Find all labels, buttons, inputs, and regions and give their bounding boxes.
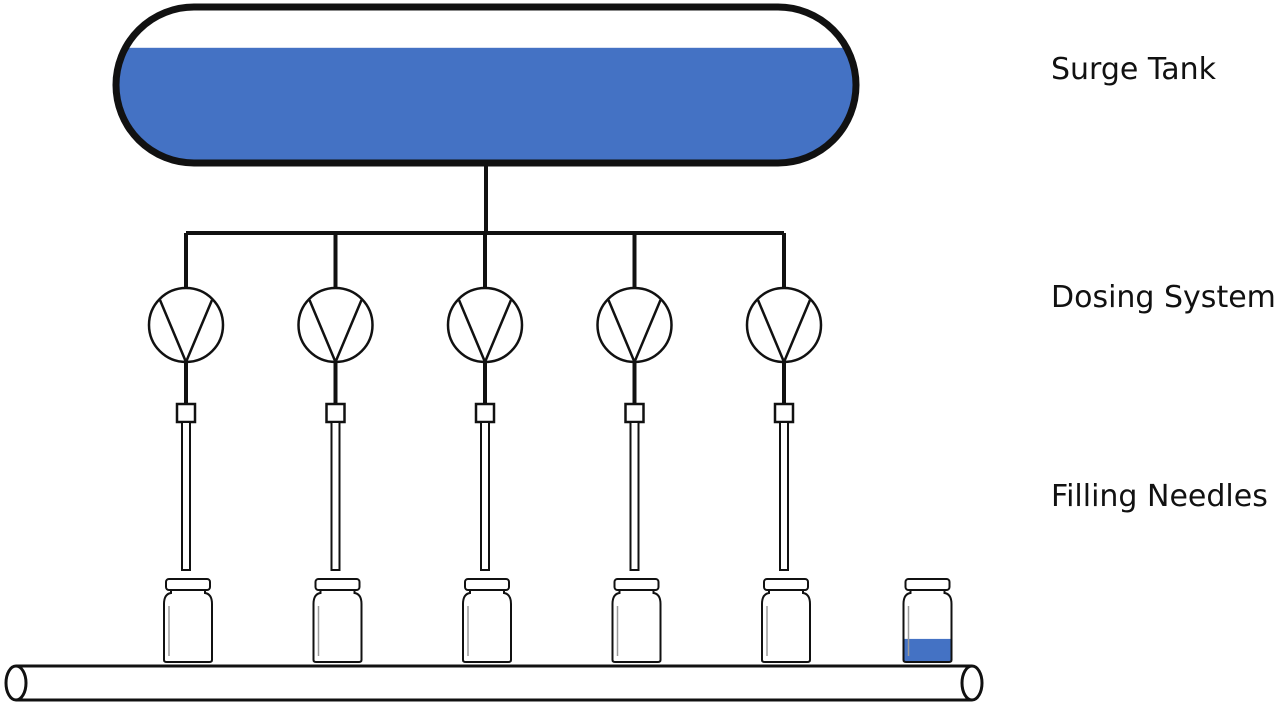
- vial-neck: [904, 578, 951, 591]
- conveyor-roller-right: [960, 664, 984, 702]
- vial: [462, 578, 512, 663]
- dosing-pump: [297, 286, 374, 364]
- vial-body: [462, 589, 512, 663]
- vial-body: [611, 589, 662, 663]
- filling-needle: [181, 421, 191, 571]
- vial-liquid: [904, 638, 951, 661]
- filling-needle: [330, 421, 341, 571]
- vial-neck: [613, 578, 660, 591]
- dosing-pump: [446, 286, 524, 364]
- dosing-station: [446, 233, 524, 571]
- surge-tank: [112, 3, 860, 167]
- needle-coupling: [474, 402, 496, 424]
- dosing-system-label: Dosing System: [1051, 280, 1276, 315]
- surge-tank-liquid: [116, 47, 856, 163]
- surge-tank-label: Surge Tank: [1051, 52, 1217, 87]
- dosing-station: [297, 233, 374, 571]
- filling-needle: [480, 421, 490, 571]
- needle-coupling: [325, 402, 346, 424]
- vial: [163, 578, 213, 663]
- conveyor-roller-left: [4, 664, 28, 702]
- vial-body: [163, 589, 213, 663]
- dosing-station: [147, 233, 225, 571]
- needle-coupling: [175, 402, 197, 424]
- filling-needle: [629, 421, 640, 571]
- conveyor-belt: [4, 664, 984, 702]
- vial-body: [902, 589, 953, 663]
- dosing-pump: [745, 286, 823, 364]
- vial-body: [312, 589, 363, 663]
- needle-coupling: [624, 402, 645, 424]
- needle-coupling: [773, 402, 795, 424]
- vial: [611, 578, 662, 663]
- vial-neck: [464, 578, 510, 591]
- vial-neck: [165, 578, 211, 591]
- dosing-stations: [147, 233, 823, 571]
- dosing-station: [596, 233, 673, 571]
- vial: [902, 578, 953, 663]
- dosing-pump: [596, 286, 673, 364]
- vial-neck: [763, 578, 809, 591]
- vial-body: [761, 589, 811, 663]
- vial-neck: [314, 578, 361, 591]
- dosing-station: [745, 233, 823, 571]
- filling-needle: [779, 421, 789, 571]
- filling-needles-label: Filling Needles: [1051, 479, 1268, 514]
- vial: [761, 578, 811, 663]
- vial: [312, 578, 363, 663]
- vials: [163, 578, 953, 663]
- dosing-pump: [147, 286, 225, 364]
